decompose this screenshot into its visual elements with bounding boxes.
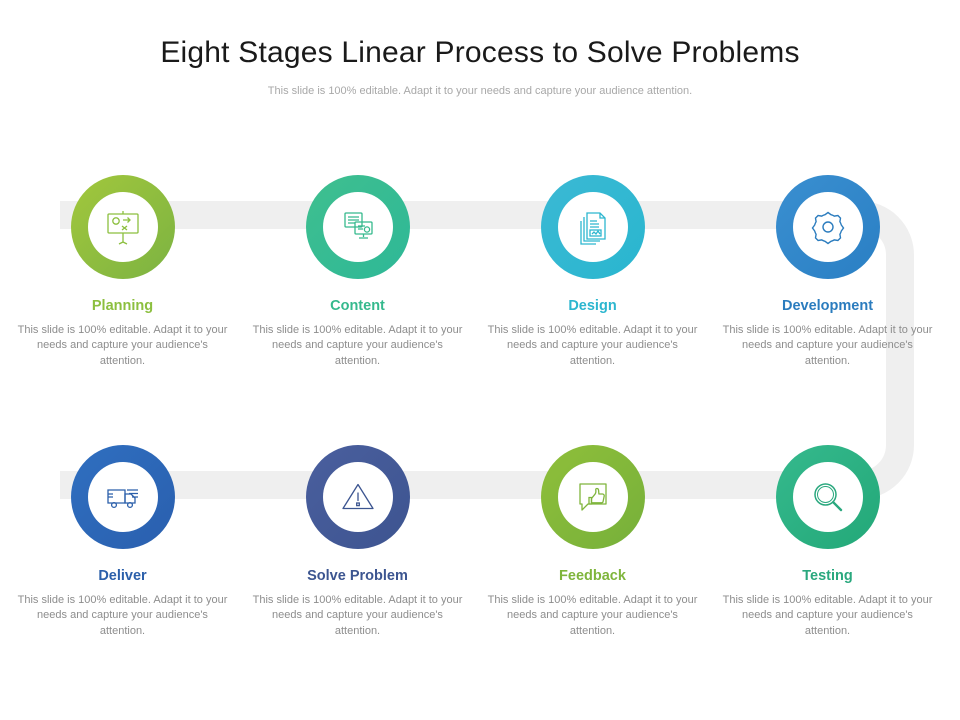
stage-circle[interactable] [70,175,175,279]
stage-item-planning[interactable]: Planning This slide is 100% editable. Ad… [5,175,240,369]
stage-circle[interactable] [775,175,880,279]
document-stack-icon [579,212,606,245]
warning-triangle-icon [341,483,374,510]
stage-icon-holder [792,462,863,532]
stage-row-bottom: Deliver This slide is 100% editable. Ada… [0,445,960,639]
stage-item-content[interactable]: Content This slide is 100% editable. Ada… [240,175,475,369]
stage-row-top: Planning This slide is 100% editable. Ad… [0,175,960,369]
stage-circle[interactable] [540,175,645,279]
stage-icon-holder [322,462,393,532]
stage-circle[interactable] [70,445,175,549]
stage-label: Testing [802,568,853,584]
stage-icon-holder [322,192,393,262]
stage-label: Design [568,298,617,314]
stage-item-feedback[interactable]: Feedback This slide is 100% editable. Ad… [475,445,710,639]
page-title: Eight Stages Linear Process to Solve Pro… [160,36,800,69]
stage-item-development[interactable]: Development This slide is 100% editable.… [710,175,945,369]
stage-item-deliver[interactable]: Deliver This slide is 100% editable. Ada… [5,445,240,639]
stage-circle[interactable] [775,445,880,549]
page-subtitle: This slide is 100% editable. Adapt it to… [267,85,693,97]
stage-label: Deliver [98,568,147,584]
stage-description: This slide is 100% editable. Adapt it to… [17,323,228,367]
stage-icon-holder [87,192,158,262]
stage-description: This slide is 100% editable. Adapt it to… [17,593,228,637]
stage-description: This slide is 100% editable. Adapt it to… [487,323,698,367]
delivery-truck-icon [106,489,138,509]
stage-label: Development [781,298,874,314]
stage-label: Planning [91,298,154,314]
presentation-board-icon [106,211,139,245]
stage-description: This slide is 100% editable. Adapt it to… [487,593,698,637]
stage-item-solve-problem[interactable]: Solve Problem This slide is 100% editabl… [240,445,475,639]
magnifier-icon [813,483,842,512]
stage-item-design[interactable]: Design This slide is 100% editable. Adap… [475,175,710,369]
stage-description: This slide is 100% editable. Adapt it to… [252,323,463,367]
gear-icon [811,211,844,245]
stage-description: This slide is 100% editable. Adapt it to… [722,593,933,637]
stage-description: This slide is 100% editable. Adapt it to… [252,593,463,637]
stage-label: Feedback [559,568,626,584]
thumbs-up-bubble-icon [578,483,607,511]
stage-label: Solve Problem [307,568,408,584]
stage-circle[interactable] [305,175,410,279]
stage-icon-holder [87,462,158,532]
stage-label: Content [330,298,385,314]
stage-description: This slide is 100% editable. Adapt it to… [722,323,933,367]
stage-item-testing[interactable]: Testing This slide is 100% editable. Ada… [710,445,945,639]
stage-circle[interactable] [305,445,410,549]
stage-icon-holder [557,192,628,262]
stage-icon-holder [792,192,863,262]
stage-icon-holder [557,462,628,532]
stage-circle[interactable] [540,445,645,549]
monitor-document-icon [343,212,373,239]
